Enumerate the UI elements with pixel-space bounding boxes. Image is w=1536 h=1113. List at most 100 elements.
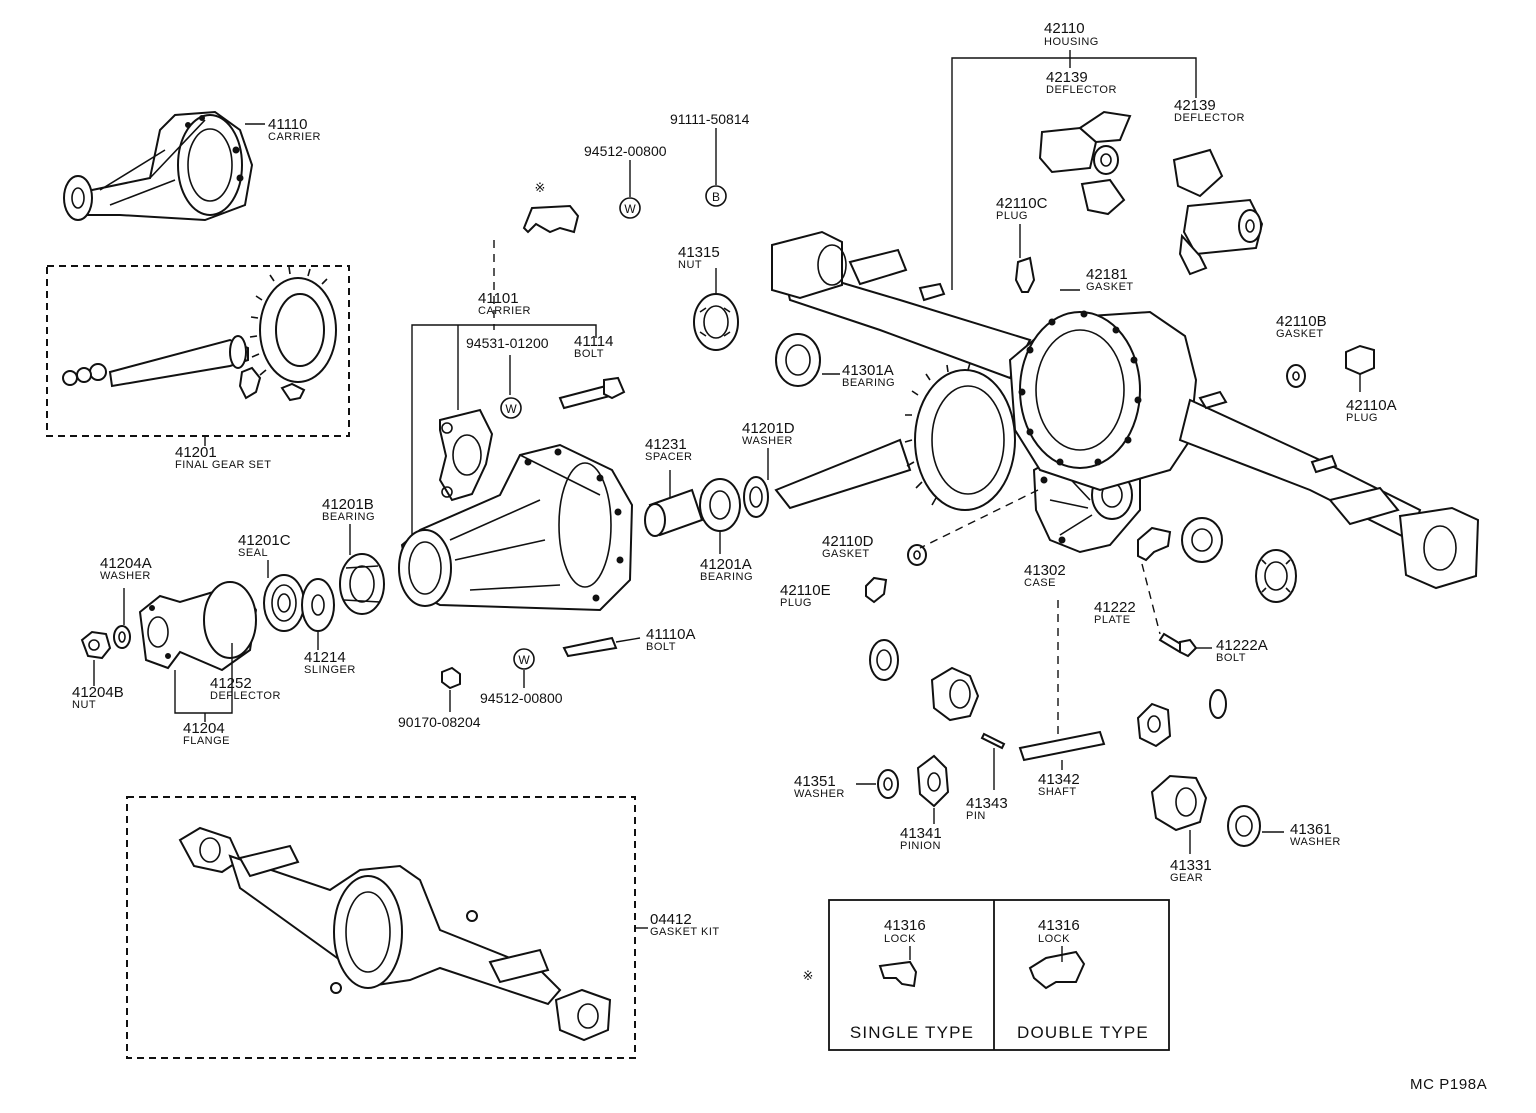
svg-text:41222A: 41222A (1216, 637, 1268, 654)
bolt-41114 (558, 376, 626, 410)
svg-text:FLANGE: FLANGE (183, 735, 230, 747)
svg-text:91111-50814: 91111-50814 (670, 111, 750, 127)
svg-text:42139: 42139 (1046, 69, 1088, 86)
svg-text:41201: 41201 (175, 444, 217, 461)
svg-text:41342: 41342 (1038, 771, 1080, 788)
bearing-cap (438, 408, 494, 502)
bearing-41301A (775, 333, 840, 387)
svg-text:41204: 41204 (183, 720, 225, 737)
slinger-41214 (301, 578, 335, 650)
svg-text:94512-00800: 94512-00800 (584, 143, 667, 159)
svg-text:41222: 41222 (1094, 599, 1136, 616)
svg-text:PLUG: PLUG (1346, 412, 1378, 424)
side-gear-left (930, 666, 980, 722)
double-type-label: DOUBLE TYPE (1017, 1023, 1149, 1042)
svg-text:※: ※ (535, 180, 546, 195)
label-41201D: 41201D WASHER (742, 420, 795, 447)
svg-text:LOCK: LOCK (884, 933, 916, 945)
washer-41201D (743, 448, 769, 518)
label-41315: 41315 NUT (678, 244, 720, 271)
nut-90170 (441, 666, 461, 712)
svg-text:41301A: 41301A (842, 362, 894, 379)
bolt-41222A (1158, 632, 1212, 658)
svg-text:NUT: NUT (678, 259, 702, 271)
bearing-41201A (699, 478, 741, 554)
label-41204B: 41204B NUT (72, 684, 124, 711)
label-42110C: 42110C PLUG (996, 195, 1048, 222)
label-41114: 41114 BOLT (574, 333, 614, 360)
axle-housing-42110 (771, 50, 1480, 590)
label-94512-00800-top: 94512-00800 (584, 143, 667, 159)
nut-41315 (693, 268, 739, 351)
svg-text:41315: 41315 (678, 244, 720, 261)
svg-text:CARRIER: CARRIER (268, 131, 321, 143)
svg-text:SHAFT: SHAFT (1038, 786, 1077, 798)
svg-text:41201A: 41201A (700, 556, 752, 573)
svg-text:90170-08204: 90170-08204 (398, 714, 481, 730)
svg-text:41316: 41316 (884, 917, 926, 934)
seal-41201C (263, 560, 305, 632)
gasket-42110D (907, 544, 927, 566)
label-94531-01200: 94531-01200 (466, 335, 549, 351)
nut-41204B (80, 630, 112, 686)
svg-text:42110B: 42110B (1276, 313, 1327, 330)
label-41231: 41231 SPACER (645, 436, 692, 463)
marker-w-top: W (619, 160, 641, 219)
svg-text:41302: 41302 (1024, 562, 1066, 579)
svg-text:BEARING: BEARING (322, 511, 375, 523)
label-42110: 42110 HOUSING (1044, 20, 1098, 48)
svg-text:DEFLECTOR: DEFLECTOR (1174, 112, 1245, 124)
label-41201C: 41201C SEAL (238, 532, 291, 559)
diagram-code: MC P198A (1410, 1076, 1487, 1093)
shaft-41342 (1018, 730, 1106, 770)
washer-41351 (856, 769, 899, 799)
svg-text:41110: 41110 (268, 116, 308, 133)
svg-text:GASKET: GASKET (1086, 281, 1134, 293)
svg-text:BEARING: BEARING (700, 571, 753, 583)
svg-text:PIN: PIN (966, 810, 986, 822)
svg-text:41361: 41361 (1290, 821, 1332, 838)
stud-bolt-41110A (562, 636, 641, 658)
svg-text:GASKET: GASKET (822, 548, 870, 560)
svg-text:BOLT: BOLT (1216, 652, 1246, 664)
label-42110A: 42110A PLUG (1346, 397, 1397, 424)
label-41101: 41101 CARRIER (478, 290, 531, 317)
lock-type-box: ※ (803, 899, 1170, 1051)
svg-text:B: B (712, 190, 720, 204)
label-41302: 41302 CASE (1024, 562, 1066, 589)
svg-text:42181: 42181 (1086, 266, 1128, 283)
svg-text:WASHER: WASHER (100, 570, 151, 582)
plug-42110C (1014, 224, 1036, 293)
svg-text:GASKET KIT: GASKET KIT (650, 926, 720, 938)
plug-42110E (865, 576, 888, 604)
svg-text:41341: 41341 (900, 825, 942, 842)
svg-text:41214: 41214 (304, 649, 346, 666)
svg-text:41343: 41343 (966, 795, 1008, 812)
svg-text:SPACER: SPACER (645, 451, 692, 463)
svg-text:SLINGER: SLINGER (304, 664, 356, 676)
svg-text:W: W (505, 402, 517, 416)
marker-b-top: B (705, 128, 727, 207)
label-41110: 41110 CARRIER (268, 116, 321, 143)
svg-text:41204A: 41204A (100, 555, 152, 572)
label-41204: 41204 FLANGE (183, 720, 230, 747)
svg-text:42110C: 42110C (996, 195, 1048, 212)
label-41201: 41201 FINAL GEAR SET (175, 444, 271, 471)
svg-text:41231: 41231 (645, 436, 687, 453)
label-41214: 41214 SLINGER (304, 649, 356, 676)
final-gear-set-box (46, 265, 350, 446)
svg-text:GEAR: GEAR (1170, 872, 1203, 884)
label-41341: 41341 PINION (900, 825, 942, 852)
lock-plate-top: ※ (493, 180, 580, 330)
svg-text:NUT: NUT (72, 699, 96, 711)
svg-text:DEFLECTOR: DEFLECTOR (1046, 84, 1117, 96)
label-41110A: 41110A BOLT (646, 626, 696, 653)
label-91111-50814: 91111-50814 (670, 111, 750, 127)
gear-41331 (1150, 774, 1208, 854)
carrier-assembly-41110 (63, 110, 265, 222)
label-42110E: 42110E PLUG (780, 582, 831, 609)
label-42181: 42181 GASKET (1086, 266, 1134, 293)
svg-text:SEAL: SEAL (238, 547, 268, 559)
